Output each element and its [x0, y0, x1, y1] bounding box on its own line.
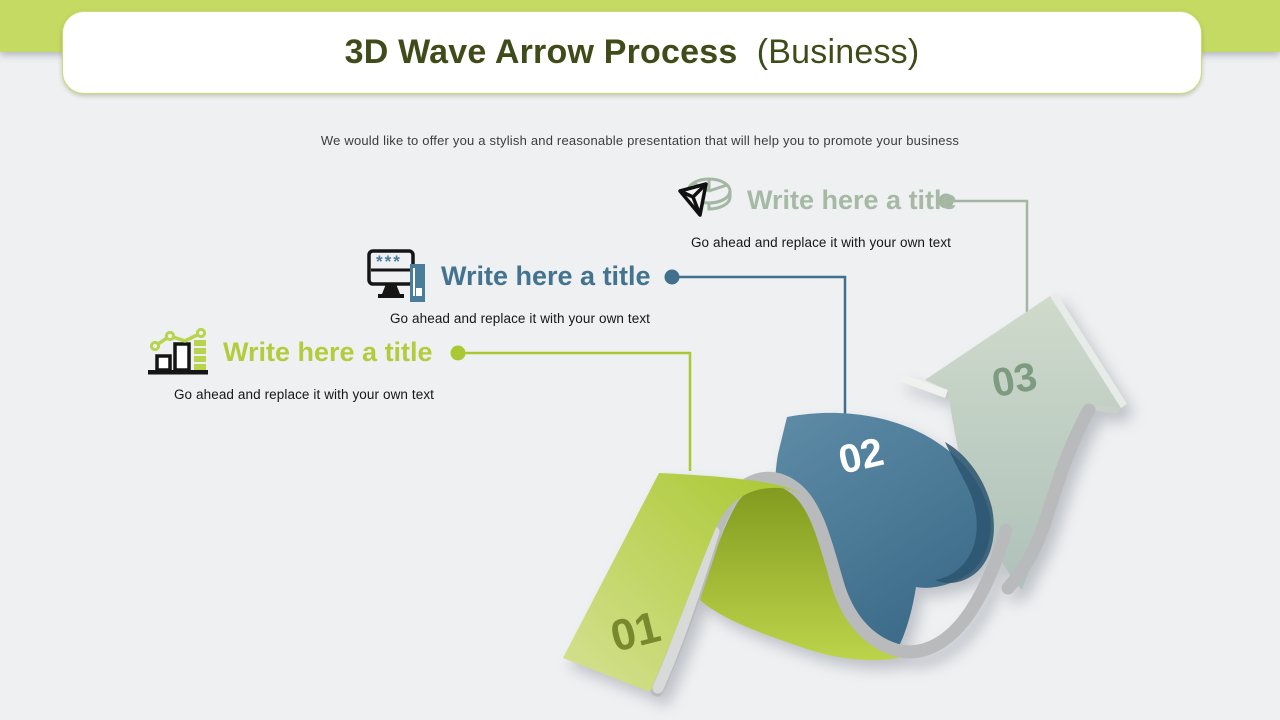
- step-3-description: Go ahead and replace it with your own te…: [690, 235, 952, 250]
- step-1-description: Go ahead and replace it with your own te…: [173, 387, 435, 402]
- slide-subtitle: We would like to offer you a stylish and…: [320, 133, 960, 148]
- wave-edge-arrow: [1001, 403, 1096, 595]
- page-title: 3D Wave Arrow Process (Business): [344, 33, 920, 71]
- step-number-01: 01: [606, 602, 665, 661]
- wave-crest-02-curl-shadow: [935, 442, 994, 583]
- step-2-header: *** Write here a title: [366, 248, 674, 304]
- connector-line-2: [679, 275, 847, 415]
- wave-3d: 03 02 01: [563, 292, 1127, 697]
- connector-dot-3: [938, 193, 954, 209]
- page-title-main: 3D Wave Arrow Process: [344, 33, 738, 71]
- step-2: *** Write here a title Go ahead and repl…: [366, 248, 674, 326]
- step-2-title: Write here a title: [441, 260, 651, 291]
- connector-dot-1: [450, 345, 466, 361]
- connector-line-3: [953, 199, 1029, 342]
- 3d-pie-chart-icon: [678, 177, 732, 217]
- wave-trough-01: [700, 477, 912, 661]
- wave-band-01: [563, 473, 810, 692]
- wave-edge-highlight: [652, 526, 720, 694]
- title-card: 3D Wave Arrow Process (Business): [62, 11, 1202, 94]
- step-3-header: Write here a title: [676, 172, 966, 228]
- step-3-title: Write here a title: [747, 184, 957, 215]
- arrow-bevel-right: [1050, 292, 1127, 408]
- connector-dot-2: [664, 269, 680, 285]
- step-2-description: Go ahead and replace it with your own te…: [389, 311, 651, 326]
- arrow-underside-shade: [1088, 404, 1121, 414]
- arrow-bevel-left-wing: [899, 374, 948, 398]
- step-number-02: 02: [834, 430, 887, 483]
- step-number-03: 03: [988, 354, 1040, 406]
- arrow-03-face: [925, 296, 1121, 590]
- step-1-header: Write here a title: [148, 324, 460, 380]
- step-1-title: Write here a title: [223, 336, 433, 367]
- step-1: Write here a title Go ahead and replace …: [148, 324, 460, 402]
- step-3: Write here a title Go ahead and replace …: [676, 172, 966, 250]
- connector-line-1: [465, 351, 692, 471]
- svg-text:***: ***: [376, 252, 402, 271]
- connectors: [450, 193, 1029, 471]
- bar-chart-growth-icon: [148, 328, 208, 375]
- computer-password-icon: ***: [367, 249, 425, 302]
